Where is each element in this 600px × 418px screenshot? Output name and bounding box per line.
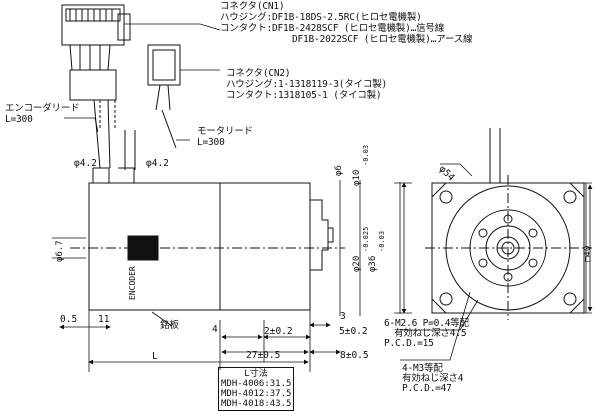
- encoder-lead-label: エンコーダリード: [5, 103, 80, 114]
- dim-square40: □40: [583, 245, 593, 262]
- lead-wires: [93, 99, 136, 170]
- motor-lead-length: L=300: [197, 137, 225, 148]
- l-table-title: L寸法: [244, 369, 268, 379]
- connector-cn2-shape: [147, 44, 181, 149]
- motor-side-view: [70, 167, 345, 311]
- dim-phi20-tol: -0.025: [362, 226, 370, 252]
- dim-phi36: φ36: [368, 255, 378, 272]
- hole-4m-pcd: P.C.D.=47: [402, 383, 452, 394]
- dim-8: 8±0.5: [340, 350, 369, 361]
- connector-cn1-shape: [61, 4, 131, 101]
- hole-6m-spec: 6-M2.6 P=0.4等配: [384, 318, 469, 329]
- l-table-row: MDH-4012:37.5: [221, 389, 292, 399]
- cn2-title: コネクタ(CN2): [226, 68, 291, 79]
- cn1-contact1: コンタクト:DF1B-2428SCF (ヒロセ電機製)…信号線: [220, 23, 445, 34]
- l-dimension-table: L寸法 MDH-4006:31.5 MDH-4012:37.5 MDH-4018…: [218, 367, 294, 411]
- cn2-contact: コンタクト:1318105-1 (タイコ製): [226, 90, 382, 101]
- leader-lines: [64, 23, 221, 141]
- dim-phi20: φ20: [352, 255, 362, 272]
- nameplate-label: 銘板: [160, 320, 180, 331]
- l-table-row: MDH-4006:31.5: [221, 379, 292, 389]
- dim-0-5: 0.5: [60, 314, 78, 325]
- dim-11: 11: [98, 314, 110, 325]
- cn1-title: コネクタ(CN1): [220, 1, 285, 12]
- dim-L: L: [152, 351, 158, 362]
- encoder-label: ENCODER: [128, 266, 137, 300]
- motor-front-view: [425, 128, 592, 320]
- dim-phi6: φ6: [334, 165, 344, 176]
- dim-phi42-left: φ4.2: [74, 158, 97, 169]
- dim-27: 27±0.5: [246, 350, 281, 361]
- cn2-housing: ハウジング:1-1318119-3(タイコ製): [226, 79, 387, 90]
- l-table-row: MDH-4018:43.5: [221, 399, 292, 409]
- encoder-lead-length: L=300: [5, 114, 33, 125]
- hole-4m-depth: 有効ねじ深さ4: [402, 373, 464, 384]
- hole-6m-pcd: P.C.D.=15: [384, 338, 434, 349]
- dim-4: 4: [212, 324, 218, 335]
- motor-lead-label: モータリード: [197, 126, 253, 137]
- dimension-lines: [52, 163, 593, 372]
- dim-phi42-right: φ4.2: [146, 158, 169, 169]
- dim-5: 5±0.2: [339, 326, 368, 337]
- hole-4m-spec: 4-M3等配: [402, 363, 443, 374]
- cn1-contact2: DF1B-2022SCF (ヒロセ電機製)…アース線: [292, 34, 473, 45]
- dim-phi67: φ6.7: [55, 240, 65, 262]
- dim-2: 2±0.2: [264, 326, 293, 337]
- dim-phi36-tol: -0.03: [378, 230, 386, 252]
- dim-phi10-tol: -0.03: [362, 144, 370, 166]
- cn1-housing: ハウジング:DF1B-18DS-2.5RC(ヒロセ電機製): [220, 12, 422, 23]
- hole-6m-depth: 有効ねじ深さ4.5: [394, 328, 467, 339]
- dim-phi10: φ10: [352, 169, 362, 186]
- dim-3: 3: [340, 311, 346, 322]
